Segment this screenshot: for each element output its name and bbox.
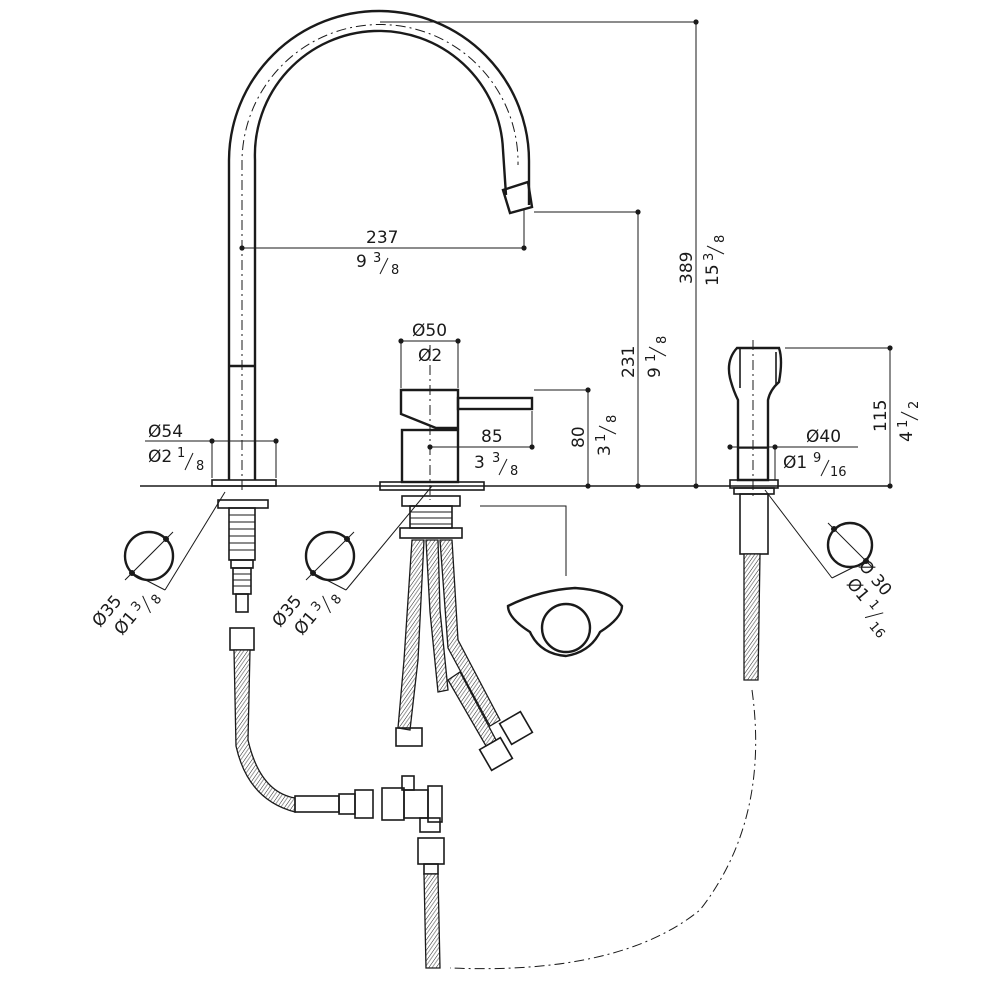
lever-length-in-num: 3 bbox=[492, 451, 500, 466]
total-height-mm: 389 bbox=[677, 252, 697, 284]
spout-base-dimension: Ø54 Ø2 1 8 bbox=[145, 422, 279, 478]
spout-outlet-height-in-whole: 9 bbox=[645, 367, 665, 378]
mixer-body bbox=[379, 345, 534, 500]
hole-1-dia-in-den: 8 bbox=[149, 592, 166, 608]
hole-3-detail: Ø 30 Ø1 1 16 bbox=[764, 489, 895, 642]
mixer-top-dia-in: Ø2 bbox=[418, 346, 442, 366]
spout-outlet-height-in-den: 8 bbox=[655, 336, 670, 344]
spray-hose bbox=[423, 493, 769, 970]
spout-base-dia-in-whole: Ø2 bbox=[148, 447, 172, 467]
spray-base-dia-in-den: 16 bbox=[830, 465, 847, 480]
spout-reach-in-den: 8 bbox=[391, 263, 399, 278]
escutcheon-plate bbox=[480, 505, 624, 658]
lever-length-in-whole: 3 bbox=[474, 453, 485, 473]
spray-base-dia-mm: Ø40 bbox=[806, 427, 841, 447]
total-height-in-whole: 15 bbox=[703, 264, 723, 286]
spout-reach-mm: 237 bbox=[366, 228, 398, 248]
total-height-in-den: 8 bbox=[713, 235, 728, 243]
spray-height-in-den: 2 bbox=[907, 401, 922, 409]
hole-3-dia-in-den: 16 bbox=[865, 619, 887, 641]
spray-base-dimension: Ø40 Ø1 9 16 bbox=[727, 427, 858, 480]
mixer-top-dimension: Ø50 Ø2 bbox=[398, 321, 461, 388]
spout-outlet-height-dimension: 231 9 1 8 bbox=[534, 209, 670, 489]
mixer-height-mm: 80 bbox=[569, 426, 589, 448]
spout-outlet-height-in-num: 1 bbox=[644, 354, 659, 362]
mixer-height-in-den: 8 bbox=[605, 415, 620, 423]
hole-3-dia-in-num: 1 bbox=[865, 597, 882, 613]
spray-height-dimension: 115 4 1 2 bbox=[785, 345, 922, 489]
spout bbox=[211, 9, 534, 490]
hole-2-dia-in-den: 8 bbox=[329, 592, 346, 608]
spray-base-dia-in-num: 9 bbox=[813, 451, 821, 466]
spout-hose bbox=[229, 627, 374, 819]
t-connector bbox=[381, 775, 445, 875]
mixer-shank bbox=[399, 495, 463, 539]
mixer-height-in-whole: 3 bbox=[595, 445, 615, 456]
spout-base-dia-in-num: 1 bbox=[177, 446, 185, 461]
mixer-height-in-num: 1 bbox=[594, 434, 609, 442]
spray-height-mm: 115 bbox=[871, 400, 891, 432]
hole-1-detail: Ø35 Ø1 3 8 bbox=[89, 491, 226, 639]
spray-height-in-whole: 4 bbox=[897, 431, 917, 442]
mixer-hoses bbox=[395, 539, 534, 772]
spout-reach-dimension: 237 9 3 8 bbox=[239, 210, 527, 278]
spout-shank bbox=[217, 499, 269, 613]
lever-length-dimension: 85 3 3 8 bbox=[427, 411, 535, 479]
total-height-in-num: 3 bbox=[702, 253, 717, 261]
mixer-height-dimension: 80 3 1 8 bbox=[534, 387, 620, 489]
spout-reach-in-whole: 9 bbox=[356, 252, 367, 272]
spout-outlet-height-mm: 231 bbox=[619, 346, 639, 378]
spray-base-dia-in-whole: Ø1 bbox=[783, 453, 807, 473]
mixer-top-dia-mm: Ø50 bbox=[412, 321, 447, 341]
side-spray bbox=[727, 340, 783, 500]
total-height-dimension: 389 15 3 8 bbox=[380, 19, 728, 489]
spout-reach-in-num: 3 bbox=[373, 251, 381, 266]
spout-base-dia-mm: Ø54 bbox=[148, 422, 183, 442]
lever-length-mm: 85 bbox=[481, 427, 503, 447]
lever-length-in-den: 8 bbox=[510, 464, 518, 479]
spout-base-dia-in-den: 8 bbox=[196, 459, 204, 474]
spray-height-in-num: 1 bbox=[896, 420, 911, 428]
